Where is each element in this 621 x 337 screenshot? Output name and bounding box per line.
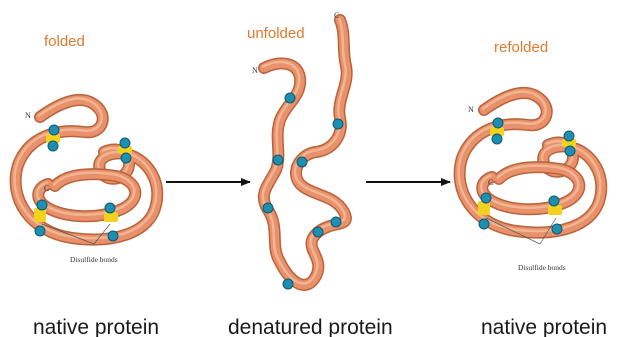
refolded-caption: native protein bbox=[481, 316, 607, 337]
refolded-state-label: refolded bbox=[494, 39, 548, 56]
refolded-c-terminus-label: C bbox=[488, 178, 493, 187]
disulfide-bond bbox=[548, 205, 562, 215]
cysteine-residue bbox=[49, 125, 59, 135]
cysteine-residue bbox=[313, 227, 323, 237]
refolded-disulfide-callout: Disulfide bonds bbox=[518, 263, 566, 272]
unfolded-panel: unfolded N C denatured protein bbox=[228, 11, 393, 337]
cysteine-residue bbox=[105, 203, 115, 213]
cysteine-residue bbox=[121, 153, 131, 163]
cysteine-residue bbox=[552, 224, 562, 234]
disulfide-bond bbox=[104, 212, 118, 222]
cysteine-residue bbox=[297, 157, 307, 167]
folded-panel: folded N C bbox=[15, 33, 159, 337]
cysteine-residue bbox=[120, 138, 130, 148]
cysteine-residue bbox=[479, 219, 489, 229]
cysteine-residue bbox=[333, 119, 343, 129]
folded-n-terminus-label: N bbox=[25, 111, 31, 120]
folded-c-terminus-label: C bbox=[44, 184, 49, 193]
folded-caption: native protein bbox=[33, 316, 159, 337]
cysteine-residue bbox=[549, 196, 559, 206]
unfolded-state-label: unfolded bbox=[247, 25, 305, 42]
cysteine-residue bbox=[331, 217, 341, 227]
refolded-panel: refolded N C bbox=[459, 39, 607, 337]
cysteine-residue bbox=[283, 279, 293, 289]
cysteine-residue bbox=[48, 141, 58, 151]
cysteine-residue bbox=[273, 155, 283, 165]
cysteine-residue bbox=[263, 203, 273, 213]
folded-disulfide-callout: Disulfide bonds bbox=[70, 255, 118, 264]
unfolded-caption: denatured protein bbox=[228, 316, 393, 337]
cysteine-residue bbox=[481, 193, 491, 203]
refolded-n-terminus-label: N bbox=[468, 105, 474, 114]
unfolded-protein-chain bbox=[263, 19, 347, 285]
cysteine-residue bbox=[108, 231, 118, 241]
cysteine-residue bbox=[37, 200, 47, 210]
cysteine-residue bbox=[564, 131, 574, 141]
unfolded-c-terminus-label: C bbox=[334, 11, 339, 20]
folded-state-label: folded bbox=[44, 33, 85, 50]
cysteine-residue bbox=[493, 118, 503, 128]
cysteine-residue bbox=[492, 134, 502, 144]
cysteine-residue bbox=[285, 93, 295, 103]
cysteine-residue bbox=[35, 226, 45, 236]
unfolded-n-terminus-label: N bbox=[252, 66, 258, 75]
cysteine-residue bbox=[565, 146, 575, 156]
